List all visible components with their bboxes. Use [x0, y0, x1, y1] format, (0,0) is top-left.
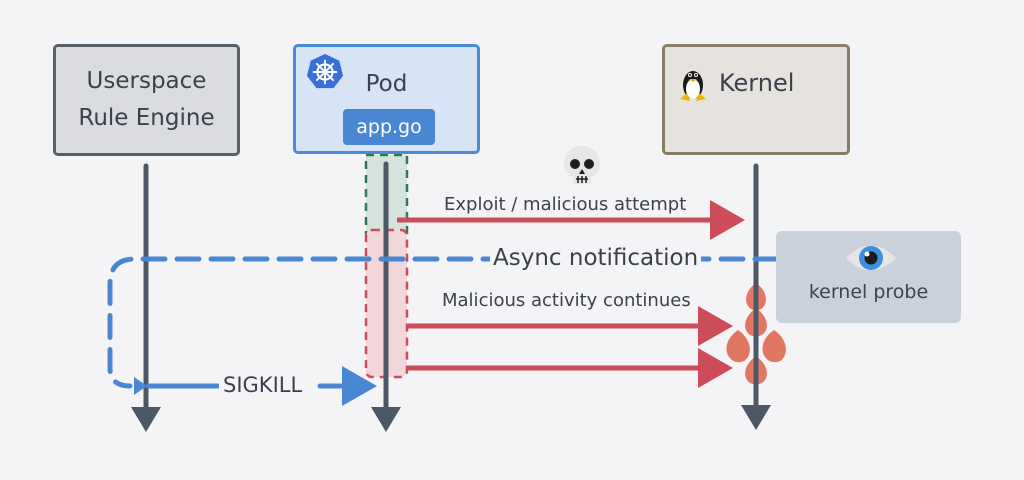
- kernel-probe-box: kernel probe: [776, 231, 961, 323]
- tux-penguin-icon: [680, 71, 706, 101]
- kernel-box: Kernel: [662, 44, 850, 155]
- malicious-continues-label: Malicious activity continues: [442, 290, 691, 311]
- sigkill-label: SIGKILL: [219, 373, 307, 397]
- async-notification-path: [107, 256, 848, 389]
- pod-label: Pod: [365, 71, 408, 97]
- engine-label-line2: Rule Engine: [78, 105, 215, 131]
- engine-label-line1: Userspace: [86, 68, 207, 94]
- skull-icon: [564, 146, 600, 184]
- kernel-probe-label: kernel probe: [808, 281, 929, 303]
- app-go-badge: app.go: [343, 109, 435, 145]
- exploit-message-label: Exploit / malicious attempt: [444, 194, 687, 215]
- eye-icon: [846, 245, 896, 271]
- pod-box: Pod app.go: [293, 44, 480, 154]
- kernel-label: Kernel: [719, 69, 795, 97]
- async-arrowhead: [134, 377, 147, 395]
- async-notification-label: Async notification: [490, 245, 702, 271]
- userspace-rule-engine-box: Userspace Rule Engine: [53, 44, 240, 156]
- kubernetes-helm-icon: [306, 53, 344, 89]
